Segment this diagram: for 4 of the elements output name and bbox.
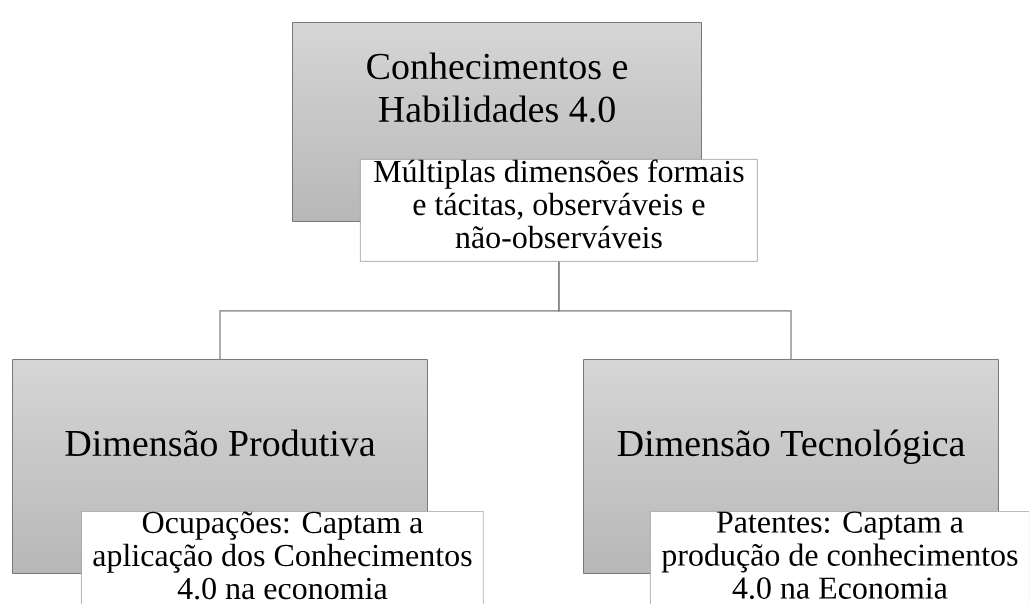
description-box: Ocupações: Captam a aplicação dos Conhecimentos 4.0 na economia	[81, 511, 484, 604]
description-box: Patentes: Captam a produção de conhecimentos 4.0 na Economia	[650, 511, 1029, 604]
description-box: Múltiplas dimensões formais e tácitas, observáveis e não-observáveis	[360, 159, 758, 262]
connector-line	[558, 261, 792, 360]
